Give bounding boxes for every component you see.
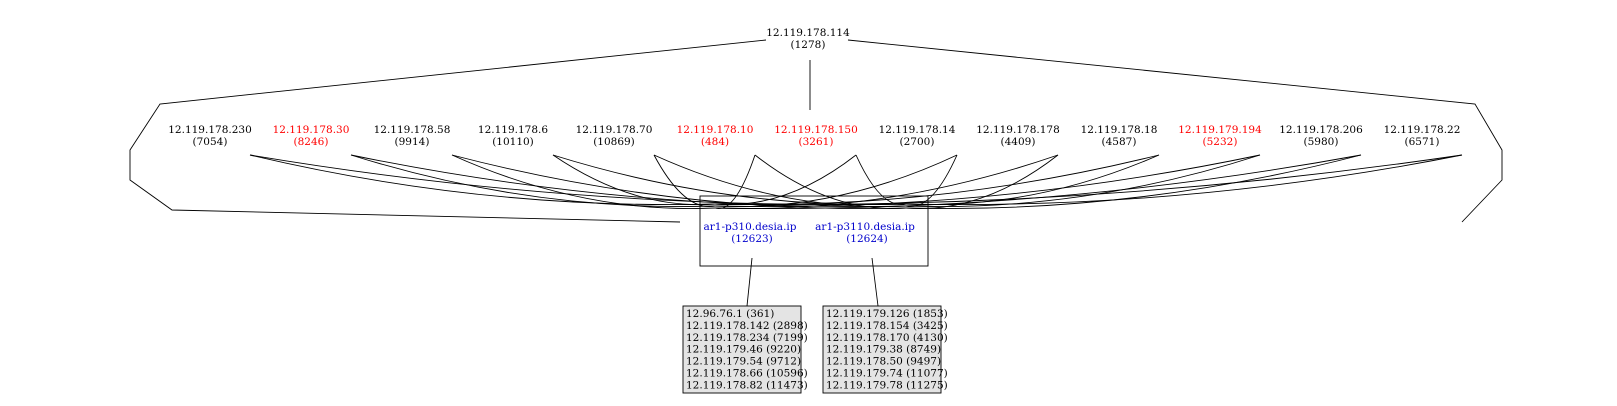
- list-item[interactable]: 12.119.179.126 (1853): [826, 308, 948, 320]
- host-edge: [905, 154, 1362, 210]
- router-1-list-edge: [746, 257, 753, 307]
- list-item[interactable]: 12.119.179.38 (8749): [826, 344, 941, 356]
- host-node[interactable]: 12.119.178.6(10110): [478, 124, 548, 148]
- host-count: (2700): [900, 136, 935, 148]
- list-item[interactable]: 12.119.179.46 (9220): [686, 344, 801, 356]
- router-node-1[interactable]: ar1-p310.desia.ip (12623): [704, 221, 797, 245]
- host-node[interactable]: 12.119.178.178(4409): [976, 124, 1060, 148]
- list-item[interactable]: 12.119.179.54 (9712): [686, 356, 801, 368]
- list-item[interactable]: 12.119.178.50 (9497): [826, 356, 941, 368]
- host-edge: [350, 154, 907, 208]
- host-node[interactable]: 12.119.179.194(5232): [1178, 124, 1262, 148]
- router-1-name: ar1-p310.desia.ip: [704, 221, 797, 233]
- host-edge: [714, 154, 756, 209]
- host-count: (6571): [1405, 136, 1440, 148]
- host-ip: 12.119.178.70: [576, 124, 653, 136]
- host-edge: [552, 154, 716, 205]
- host-edge: [905, 154, 1463, 206]
- host-count: (3261): [799, 136, 834, 148]
- host-ip: 12.119.178.6: [478, 124, 548, 136]
- host-ip: 12.119.178.18: [1081, 124, 1158, 136]
- host-ip: 12.119.179.194: [1178, 124, 1262, 136]
- list-item[interactable]: 12.119.178.66 (10596): [686, 368, 808, 380]
- list-box-2-frame: [822, 305, 942, 394]
- host-edge: [653, 154, 716, 208]
- list-item[interactable]: 12.119.178.142 (2898): [686, 320, 808, 332]
- host-edge: [451, 154, 907, 210]
- host-ip: 12.119.178.58: [374, 124, 451, 136]
- list-item[interactable]: 12.119.179.74 (11077): [826, 368, 948, 380]
- host-node[interactable]: 12.119.178.14(2700): [879, 124, 956, 148]
- host-node[interactable]: 12.119.178.206(5980): [1279, 124, 1363, 148]
- host-ip: 12.119.178.206: [1279, 124, 1363, 136]
- host-count: (484): [701, 136, 729, 148]
- list-item[interactable]: 12.119.178.170 (4130): [826, 332, 948, 344]
- host-count: (4587): [1102, 136, 1137, 148]
- host-edge: [714, 154, 1463, 206]
- host-count: (7054): [193, 136, 228, 148]
- router-node-2[interactable]: ar1-p3110.desia.ip (12624): [815, 221, 915, 245]
- host-node[interactable]: 12.119.178.22(6571): [1384, 124, 1461, 148]
- list-item[interactable]: 12.119.178.234 (7199): [686, 332, 808, 344]
- root-ip: 12.119.178.114: [766, 27, 850, 39]
- host-node[interactable]: 12.119.178.58(9914): [374, 124, 451, 148]
- host-ip: 12.119.178.150: [774, 124, 858, 136]
- host-node[interactable]: 12.119.178.150(3261): [774, 124, 858, 148]
- router-1-count: (12623): [731, 233, 773, 245]
- host-edge: [249, 154, 716, 206]
- host-edge: [905, 154, 958, 208]
- list-item[interactable]: 12.96.76.1 (361): [686, 308, 774, 320]
- host-edge: [350, 154, 716, 208]
- host-ip: 12.119.178.22: [1384, 124, 1461, 136]
- host-node[interactable]: 12.119.178.30(8246): [273, 124, 350, 148]
- host-node[interactable]: 12.119.178.18(4587): [1081, 124, 1158, 148]
- host-ip: 12.119.178.178: [976, 124, 1060, 136]
- host-row: 12.119.178.230(7054)12.119.178.30(8246)1…: [168, 124, 1460, 148]
- host-node[interactable]: 12.119.178.70(10869): [576, 124, 653, 148]
- host-count: (10110): [492, 136, 534, 148]
- host-count: (5980): [1304, 136, 1339, 148]
- host-count: (9914): [395, 136, 430, 148]
- host-node[interactable]: 12.119.178.230(7054): [168, 124, 252, 148]
- host-router-edges: [249, 154, 1463, 210]
- router-2-count: (12624): [846, 233, 888, 245]
- router-cluster-box: [699, 195, 929, 267]
- host-count: (8246): [294, 136, 329, 148]
- list-item[interactable]: 12.119.179.78 (11275): [826, 379, 948, 391]
- host-edge: [451, 154, 716, 209]
- host-count: (5232): [1203, 136, 1238, 148]
- router-2-list-edge: [871, 257, 879, 307]
- host-ip: 12.119.178.230: [168, 124, 252, 136]
- list-item[interactable]: 12.119.178.154 (3425): [826, 320, 948, 332]
- host-ip: 12.119.178.30: [273, 124, 350, 136]
- hull-outline: [129, 39, 1503, 223]
- list-box-1: 12.96.76.1 (361)12.119.178.142 (2898)12.…: [682, 305, 808, 394]
- root-node[interactable]: 12.119.178.114 (1278): [766, 27, 850, 51]
- root-count: (1278): [791, 39, 826, 51]
- list-box-1-frame: [682, 305, 802, 394]
- host-edge: [855, 154, 907, 206]
- host-edge: [714, 154, 1261, 208]
- router-2-name: ar1-p3110.desia.ip: [815, 221, 915, 233]
- list-box-2: 12.119.179.126 (1853)12.119.178.154 (342…: [822, 305, 948, 394]
- host-count: (10869): [593, 136, 635, 148]
- host-ip: 12.119.178.10: [677, 124, 754, 136]
- list-item[interactable]: 12.119.178.82 (11473): [686, 379, 808, 391]
- host-edge: [714, 154, 958, 207]
- host-count: (4409): [1001, 136, 1036, 148]
- host-edge: [905, 154, 1261, 208]
- host-ip: 12.119.178.14: [879, 124, 956, 136]
- host-node[interactable]: 12.119.178.10(484): [677, 124, 754, 148]
